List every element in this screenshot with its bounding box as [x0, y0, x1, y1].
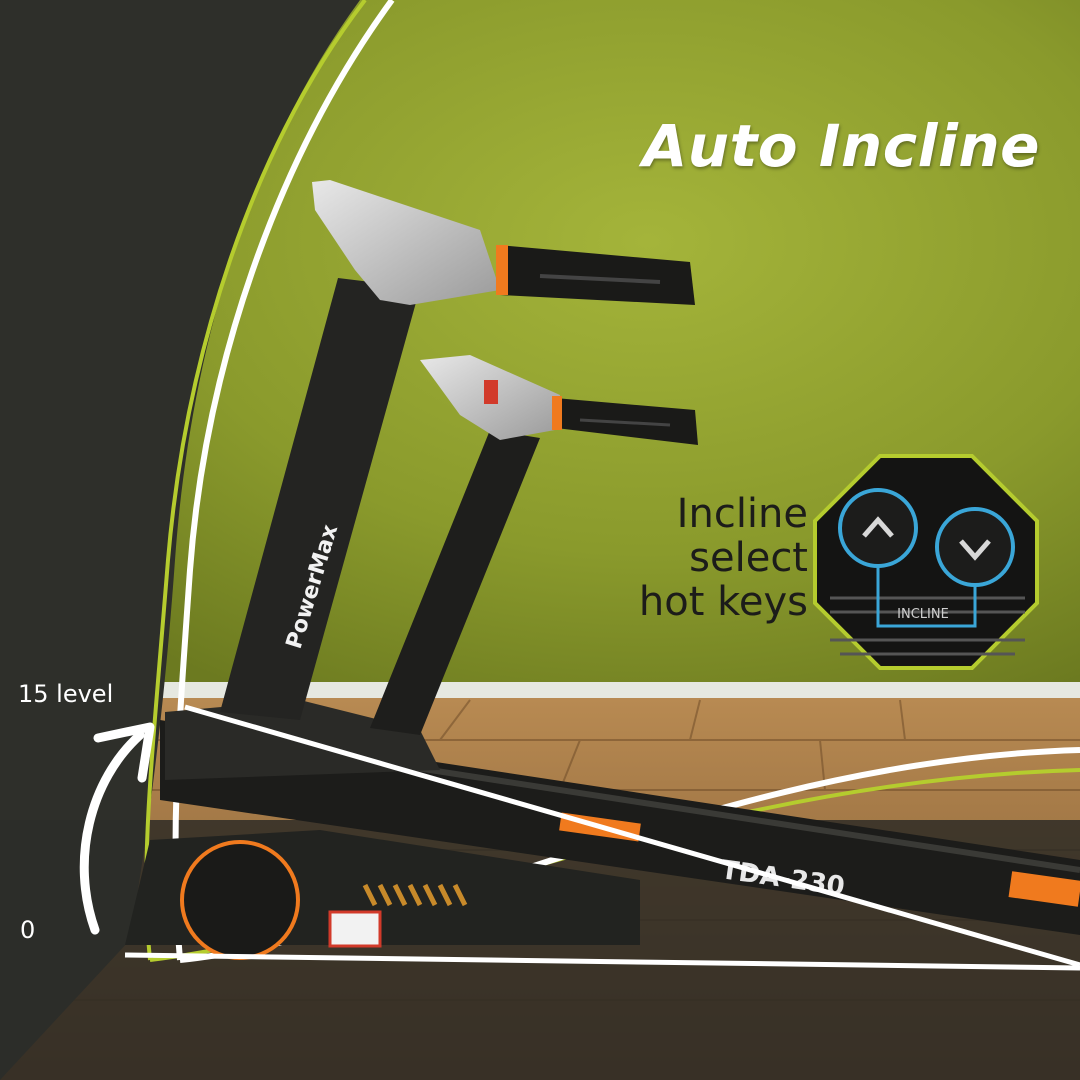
- incline-down-key[interactable]: [935, 507, 1015, 587]
- incline-baseline: [124, 952, 1080, 971]
- arrow-up-icon: [93, 722, 155, 783]
- incline-up-key[interactable]: [838, 488, 918, 568]
- white-curve: [172, 0, 395, 961]
- deck-orange-clip: [1008, 871, 1080, 907]
- hotkey-caption-line: select: [689, 535, 808, 581]
- headline: Auto Incline: [642, 112, 1040, 180]
- lime-curve: [144, 0, 367, 961]
- hotkey-badge: INCLINE: [813, 454, 1039, 670]
- incline-min-label: 0: [20, 916, 36, 944]
- incline-max-label: 15 level: [18, 680, 114, 708]
- lower-handlebar-slot: [579, 418, 671, 427]
- upper-handlebar-slot: [539, 274, 661, 284]
- incline-arrow-shaft: [79, 730, 145, 935]
- console-panel: [312, 180, 500, 305]
- incline-hypotenuse: [184, 704, 1080, 968]
- incline-panel-label: INCLINE: [897, 607, 949, 622]
- chevron-down-icon: [959, 539, 991, 561]
- incline-spring: [362, 883, 468, 907]
- upper-handlebar: [498, 245, 695, 305]
- safety-key: [484, 380, 498, 404]
- roller-wheel: [180, 840, 300, 960]
- warning-label: [328, 910, 382, 948]
- hotkey-caption-line: hot keys: [638, 579, 808, 625]
- rear-upright: [370, 430, 540, 735]
- hotkey-caption-line: Incline: [676, 491, 808, 537]
- front-upright: [220, 278, 420, 720]
- upper-handlebar-trim: [496, 245, 508, 295]
- lower-handlebar-trim: [552, 396, 562, 430]
- chevron-up-icon: [862, 516, 894, 538]
- badge-stripes: [830, 596, 1025, 656]
- hotkey-caption: Incline select hot keys: [560, 492, 808, 624]
- key-connector: [876, 566, 977, 628]
